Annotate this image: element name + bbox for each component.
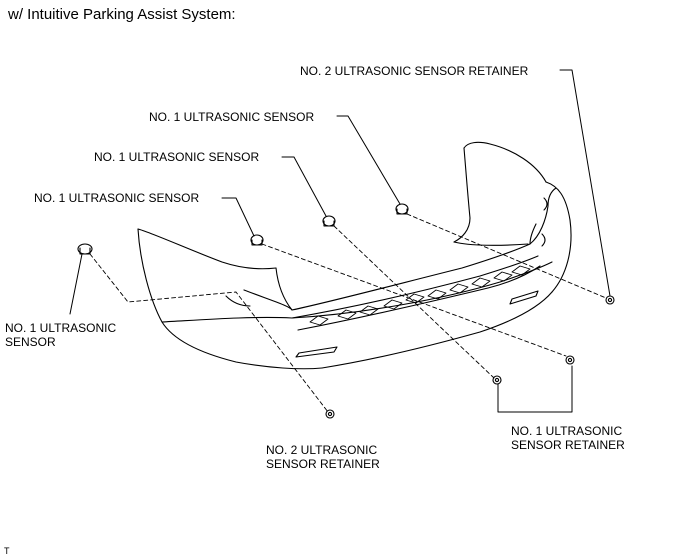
label-no2-retainer-top: NO. 2 ULTRASONIC SENSOR RETAINER <box>300 64 529 78</box>
sensor-left <box>77 243 93 255</box>
label-no1-sensor-a: NO. 1 ULTRASONIC SENSOR <box>149 110 315 124</box>
diagram-title: w/ Intuitive Parking Assist System: <box>8 6 236 23</box>
label-no2-retainer-bottom: NO. 2 ULTRASONIC SENSOR RETAINER <box>266 443 380 471</box>
retainer-right-top <box>605 295 615 305</box>
leader-lines <box>69 69 611 413</box>
retainer-right-lower <box>565 355 575 365</box>
label-no1-sensor-c: NO. 1 ULTRASONIC SENSOR <box>34 191 200 205</box>
sensor-inner-center <box>322 215 336 227</box>
sensor-inner-right <box>395 203 409 215</box>
retainer-bottom <box>325 409 335 419</box>
sensor-inner-left <box>250 234 264 246</box>
label-no1-retainer-bottom: NO. 1 ULTRASONIC SENSOR RETAINER <box>511 424 625 452</box>
step-pad-ribs <box>309 265 531 326</box>
bumper-cover <box>137 141 572 370</box>
label-no1-sensor-left: NO. 1 ULTRASONIC SENSOR <box>5 321 117 349</box>
assembly-dashed-lines <box>89 213 607 413</box>
label-no1-sensor-b: NO. 1 ULTRASONIC SENSOR <box>94 150 260 164</box>
retainer-center-lower <box>492 375 502 385</box>
figure-code: T <box>4 546 10 556</box>
